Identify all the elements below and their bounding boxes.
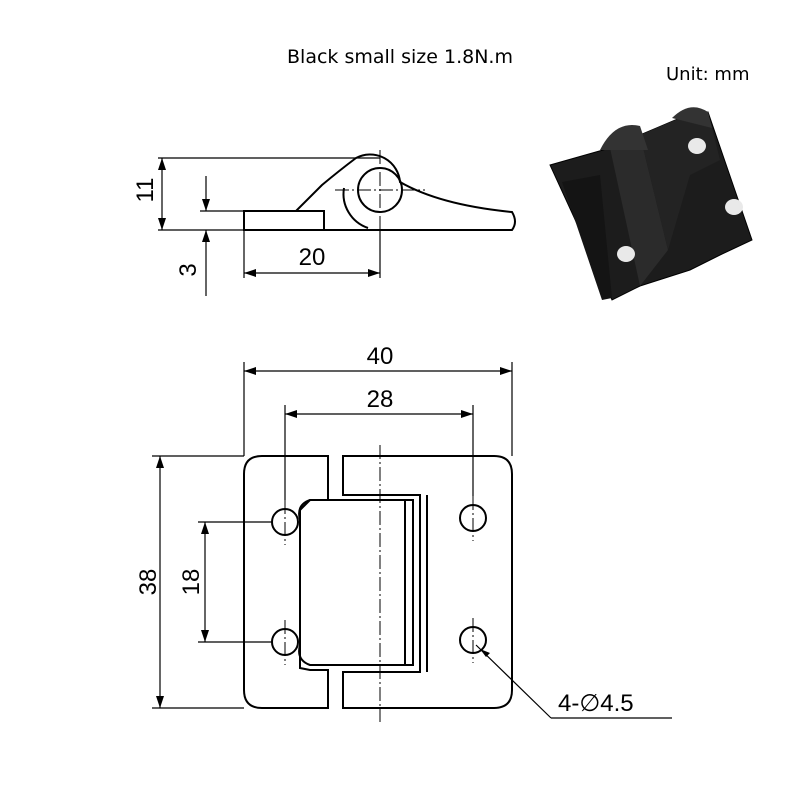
mounting-hole <box>271 620 299 665</box>
dim-label-hole-spacing-x: 28 <box>367 386 394 413</box>
dim-label-hole-spacing-y: 18 <box>178 569 205 596</box>
mounting-hole <box>459 496 487 541</box>
unit-label: Unit: mm <box>666 64 750 85</box>
leader-arrow <box>480 649 490 657</box>
dim-arrows-3 <box>202 199 210 242</box>
mounting-hole <box>271 500 299 545</box>
side-view: 11 3 20 <box>132 150 516 296</box>
side-view-leaf <box>243 210 325 231</box>
dim-label-side-thickness: 3 <box>175 263 202 276</box>
dim-arrows-18 <box>201 522 209 642</box>
front-view-right-leaf <box>342 455 513 709</box>
hinge-photo <box>549 107 753 301</box>
dim-label-overall-height: 38 <box>135 569 162 596</box>
mounting-hole <box>459 618 487 663</box>
hole-spec-label: 4-∅4.5 <box>558 690 634 717</box>
drawing-title: Black small size 1.8N.m <box>287 46 513 68</box>
leader-line <box>475 644 552 719</box>
front-view-knuckle <box>298 499 414 666</box>
dim-label-side-height: 11 <box>132 178 159 203</box>
dim-label-overall-width: 40 <box>367 343 394 370</box>
side-view-knuckle-arc <box>342 187 369 229</box>
front-view: 40 28 38 18 4-∅4.5 <box>135 343 672 722</box>
front-view-left-leaf <box>243 455 329 709</box>
dim-label-side-offset: 20 <box>299 244 326 271</box>
